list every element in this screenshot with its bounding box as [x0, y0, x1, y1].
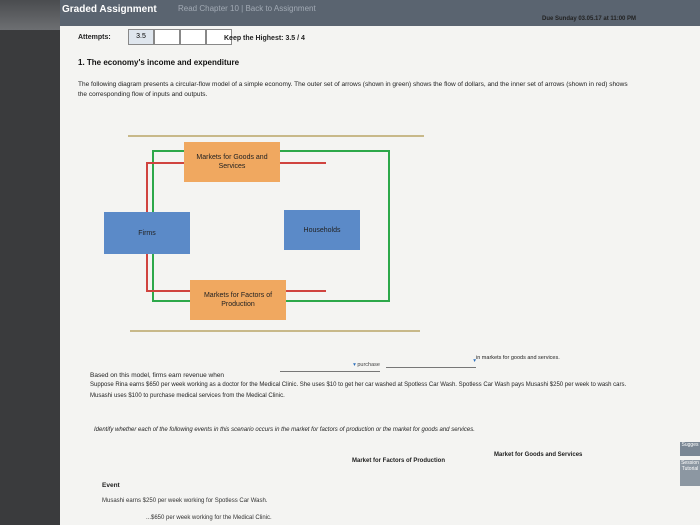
table-row: Musashi earns $250 per week working for …: [102, 498, 268, 504]
dropdown-2[interactable]: ▾: [386, 358, 476, 368]
suggest-button[interactable]: Sugges: [680, 442, 700, 456]
due-date: Due Sunday 03.05.17 at 11:00 PM: [542, 16, 637, 22]
markets-factors-box: Markets for Factors of Production: [190, 280, 286, 320]
table-row: ...$650 per week working for the Medical…: [146, 515, 272, 521]
nav-links[interactable]: Read Chapter 10 | Back to Assignment: [178, 4, 316, 13]
session-tutorial-button[interactable]: Session Tutorial: [680, 460, 700, 486]
dropdown-1-value: purchase: [357, 362, 380, 368]
question-intro: The following diagram presents a circula…: [78, 81, 628, 99]
browser-page: Graded Assignment Read Chapter 10 | Back…: [60, 0, 700, 525]
col-factors-header: Market for Factors of Production: [352, 458, 446, 464]
keep-highest: Keep the Highest: 3.5 / 4: [224, 35, 305, 42]
attempts-label: Attempts:: [78, 34, 111, 41]
fill-in-suffix: in markets for goods and services.: [476, 355, 560, 361]
chevron-down-icon: ▾: [353, 362, 356, 368]
identify-instruction: Identify whether each of the following e…: [94, 427, 475, 433]
col-goods-header: Market for Goods and Services: [494, 452, 583, 458]
firms-box: Firms: [104, 212, 190, 254]
chevron-down-icon: ▾: [473, 358, 476, 364]
col-event-header: Event: [102, 482, 120, 489]
markets-goods-box: Markets for Goods and Services: [184, 142, 280, 182]
scenario-text: Suppose Rina earns $650 per week working…: [90, 382, 627, 399]
divider: [128, 135, 424, 137]
attempt-slot: [180, 29, 206, 45]
dropdown-1[interactable]: ▾ purchase: [280, 362, 380, 372]
page-title: Graded Assignment: [62, 4, 157, 15]
attempt-score: 3.5: [128, 29, 154, 45]
households-box: Households: [284, 210, 360, 250]
question-title: 1. The economy's income and expenditure: [78, 58, 240, 67]
divider: [130, 330, 420, 332]
assignment-topbar: Graded Assignment Read Chapter 10 | Back…: [60, 0, 700, 26]
attempt-slot: [206, 29, 232, 45]
attempts-indicator: 3.5: [128, 29, 232, 45]
attempt-slot: [154, 29, 180, 45]
fill-in-prefix: Based on this model, firms earn revenue …: [90, 372, 225, 379]
